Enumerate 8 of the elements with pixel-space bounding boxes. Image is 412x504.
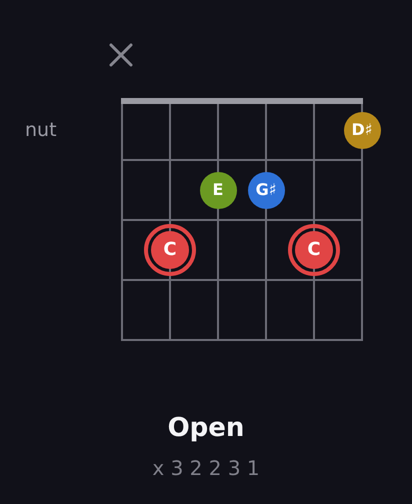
note-dot: E (200, 172, 236, 208)
chord-title: Open (168, 412, 244, 444)
note-dot: D♯ (344, 112, 380, 148)
root-note-dot: C (144, 224, 196, 276)
nut-label: nut (25, 119, 57, 141)
note-dot: G♯ (248, 172, 284, 208)
fingering-text: x 3 2 2 3 1 (152, 455, 260, 481)
root-note-dot: C (288, 224, 340, 276)
